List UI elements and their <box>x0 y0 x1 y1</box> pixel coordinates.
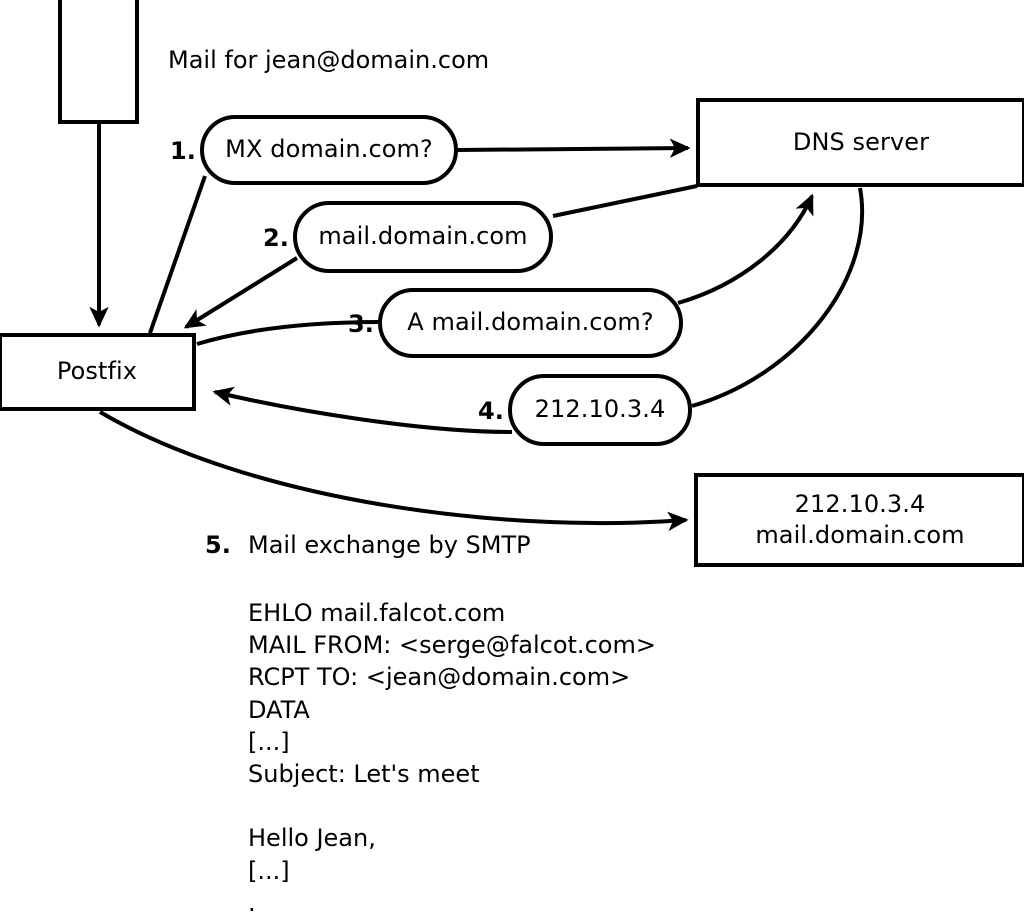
postfix-node: Postfix <box>0 333 196 411</box>
step-2-label: mail.domain.com <box>318 222 528 251</box>
step-5-label: Mail exchange by SMTP <box>248 531 531 559</box>
target-server-hostname: mail.domain.com <box>755 521 965 549</box>
sender-box-label <box>62 0 135 120</box>
wire-postfix-to-step3 <box>196 320 382 346</box>
step-5-number: 5. <box>205 531 231 559</box>
step-2-number: 2. <box>263 224 289 252</box>
wire-step4-to-postfix <box>212 386 513 434</box>
step-3-label: A mail.domain.com? <box>407 308 654 337</box>
step-1-label: MX domain.com? <box>225 135 433 164</box>
wire-dns-to-step4 <box>691 187 865 408</box>
wire-dns-to-step2 <box>552 184 698 218</box>
smtp-transcript: EHLO mail.falcot.com MAIL FROM: <serge@f… <box>248 599 656 917</box>
step-4-number: 4. <box>478 397 504 425</box>
target-server-ip: 212.10.3.4 <box>794 490 926 519</box>
step-2-pill: mail.domain.com <box>293 201 553 273</box>
wire-step1-to-dns <box>457 138 691 158</box>
step-4-pill: 212.10.3.4 <box>508 374 692 446</box>
mail-for-caption: Mail for jean@domain.com <box>168 46 490 74</box>
step-3-number: 3. <box>348 310 374 338</box>
wire-step3-to-dns <box>677 193 814 305</box>
sender-box <box>58 0 139 124</box>
wire-postfix-to-target <box>98 410 689 532</box>
wire-postfix-to-step1 <box>148 175 207 334</box>
step-1-pill: MX domain.com? <box>200 115 458 185</box>
dns-server-label: DNS server <box>792 127 930 156</box>
wire-step2-to-postfix <box>183 256 299 329</box>
step-3-pill: A mail.domain.com? <box>378 288 683 358</box>
target-server-node: 212.10.3.4 mail.domain.com <box>694 473 1024 567</box>
postfix-label: Postfix <box>56 357 138 386</box>
step-4-label: 212.10.3.4 <box>534 395 666 424</box>
step-1-number: 1. <box>170 137 196 165</box>
dns-server-node: DNS server <box>696 98 1024 187</box>
